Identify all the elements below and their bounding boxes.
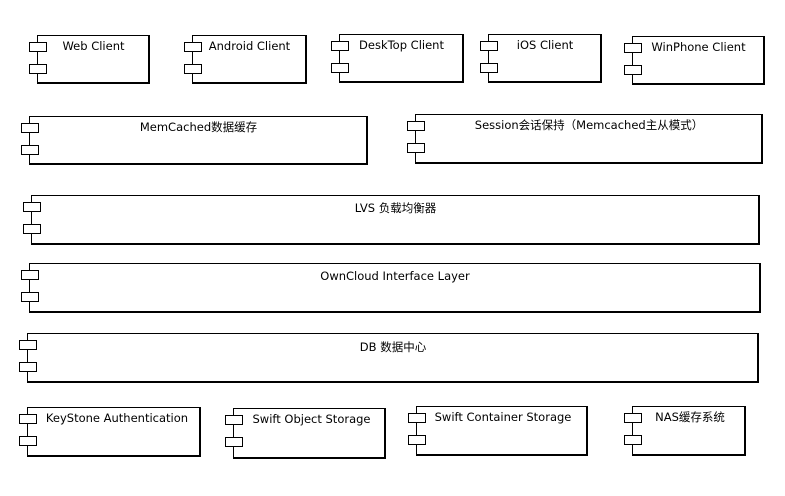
component-android-client: Android Client	[184, 35, 307, 84]
component-box	[488, 34, 602, 83]
component-port-icon	[624, 435, 642, 445]
component-lvs-load-balancer: LVS 负载均衡器	[23, 195, 760, 245]
component-label: MemCached数据缓存	[139, 120, 258, 134]
component-label: Swift Object Storage	[252, 412, 371, 426]
component-db-center: DB 数据中心	[19, 333, 759, 383]
component-session-memcached: Session会话保持（Memcached主从模式）	[407, 114, 763, 164]
component-port-icon	[21, 145, 39, 155]
component-label: DB 数据中心	[359, 340, 427, 354]
component-port-icon	[407, 121, 425, 131]
component-port-icon	[480, 63, 498, 73]
component-port-icon	[29, 42, 47, 52]
component-box	[29, 263, 761, 313]
component-box	[415, 114, 763, 164]
component-port-icon	[19, 340, 37, 350]
component-box	[632, 36, 765, 85]
component-label: KeyStone Authentication	[45, 411, 189, 425]
component-port-icon	[624, 65, 642, 75]
component-port-icon	[624, 413, 642, 423]
component-port-icon	[23, 224, 41, 234]
component-port-icon	[184, 42, 202, 52]
component-box	[27, 333, 759, 383]
component-port-icon	[331, 41, 349, 51]
component-label: LVS 负载均衡器	[354, 201, 437, 215]
component-box	[29, 116, 368, 165]
component-ios-client: iOS Client	[480, 34, 602, 83]
component-label: DeskTop Client	[359, 38, 444, 52]
component-keystone-authentication: KeyStone Authentication	[19, 407, 201, 457]
component-port-icon	[407, 143, 425, 153]
component-owncloud-interface-layer: OwnCloud Interface Layer	[21, 263, 761, 313]
component-box	[31, 195, 760, 245]
component-web-client: Web Client	[29, 35, 150, 84]
component-port-icon	[225, 415, 243, 425]
component-label: NAS缓存系统	[655, 410, 725, 424]
component-port-icon	[480, 41, 498, 51]
component-port-icon	[408, 413, 426, 423]
component-port-icon	[225, 437, 243, 447]
component-port-icon	[21, 292, 39, 302]
component-label: Swift Container Storage	[434, 410, 572, 424]
component-desktop-client: DeskTop Client	[331, 34, 464, 83]
component-port-icon	[19, 362, 37, 372]
component-box	[233, 408, 386, 459]
component-box	[27, 407, 201, 457]
component-box	[37, 35, 150, 84]
component-winphone-client: WinPhone Client	[624, 36, 765, 85]
component-port-icon	[624, 43, 642, 53]
component-port-icon	[19, 414, 37, 424]
component-box	[192, 35, 307, 84]
component-swift-container-storage: Swift Container Storage	[408, 406, 588, 456]
component-box	[339, 34, 464, 83]
component-box	[416, 406, 588, 456]
component-port-icon	[23, 202, 41, 212]
component-port-icon	[21, 270, 39, 280]
component-label: Session会话保持（Memcached主从模式）	[474, 118, 704, 132]
component-port-icon	[408, 435, 426, 445]
component-label: WinPhone Client	[651, 40, 746, 54]
component-swift-object-storage: Swift Object Storage	[225, 408, 386, 459]
component-port-icon	[331, 63, 349, 73]
component-label: Android Client	[208, 39, 291, 53]
component-label: Web Client	[62, 39, 125, 53]
component-box	[632, 406, 746, 456]
component-label: iOS Client	[516, 38, 574, 52]
component-label: OwnCloud Interface Layer	[320, 269, 470, 283]
component-port-icon	[29, 64, 47, 74]
component-port-icon	[21, 123, 39, 133]
component-nas-cache-system: NAS缓存系统	[624, 406, 746, 456]
component-memcached-cache: MemCached数据缓存	[21, 116, 368, 165]
component-port-icon	[19, 436, 37, 446]
component-port-icon	[184, 64, 202, 74]
